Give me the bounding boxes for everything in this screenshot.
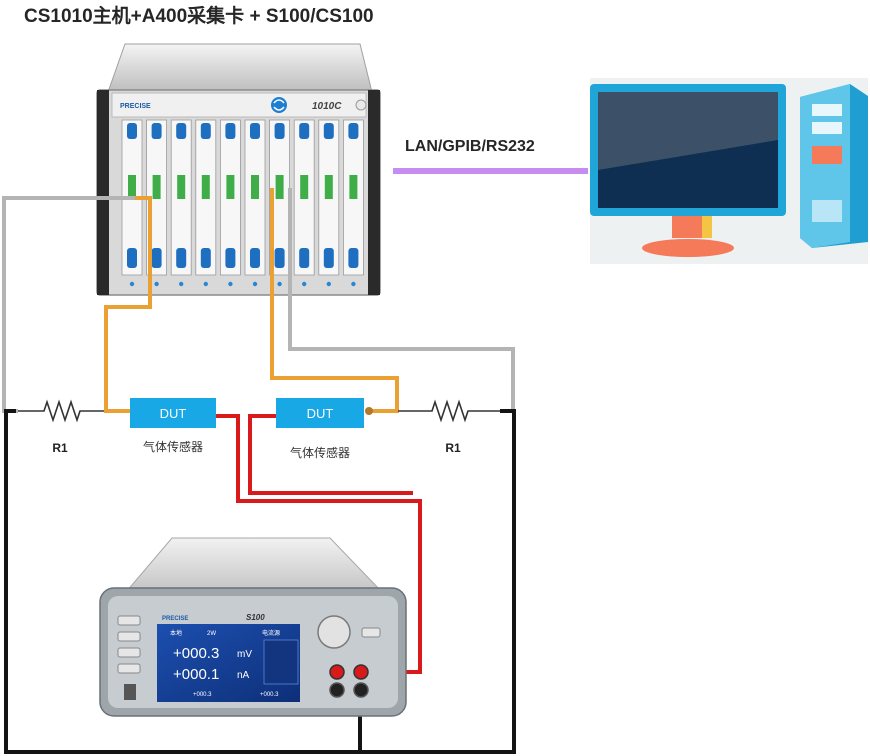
terminal-left-bottom-icon — [329, 682, 345, 698]
computer — [590, 78, 868, 264]
terminal-right-bottom-icon — [353, 682, 369, 698]
terminal-left-top-icon — [329, 664, 345, 680]
page-title: CS1010主机+A400采集卡 + S100/CS100 — [24, 4, 374, 27]
resistor-left — [18, 399, 104, 423]
smu-voltage-readout: +000.3 — [173, 645, 219, 662]
chassis-model: 1010C — [312, 101, 342, 112]
smu-footer-left: +000.3 — [193, 692, 212, 698]
smu-brand: PRECISE — [162, 616, 188, 622]
smu-voltage-unit: mV — [237, 649, 252, 660]
dut-right-label: DUT — [307, 406, 334, 421]
brand-logo-icon — [271, 97, 287, 113]
usb-port-icon — [124, 684, 136, 700]
dut-left-label: DUT — [160, 406, 187, 421]
smu-status-left: 本地 — [170, 629, 182, 637]
smu-current-unit: nA — [237, 670, 250, 681]
wire-orange-right — [270, 188, 399, 413]
smu-status-right: 电流源 — [262, 629, 280, 637]
wire-red-right — [248, 414, 413, 495]
dut-left-caption: 气体传感器 — [143, 439, 203, 454]
smu-footer-right: +000.3 — [260, 692, 279, 698]
source-meter: PRECISE S100 本地 2W 电流源 +000.3 mV +000.1 … — [99, 537, 407, 717]
resistor-left-label: R1 — [52, 441, 68, 455]
smu-status-mid: 2W — [207, 631, 216, 637]
acquisition-card-slot — [195, 119, 217, 287]
card-slots — [121, 119, 364, 287]
comm-link-label: LAN/GPIB/RS232 — [405, 138, 535, 155]
wire-red-left — [214, 414, 422, 674]
rotary-knob-icon[interactable] — [317, 615, 351, 649]
smu-model: S100 — [246, 613, 265, 622]
dut-left — [130, 398, 216, 428]
acquisition-card-slot — [342, 119, 364, 287]
dut-right — [276, 398, 364, 428]
acquisition-card-slot — [121, 119, 143, 287]
dut-right-caption: 气体传感器 — [290, 445, 350, 460]
wire-black-right — [362, 409, 516, 754]
acquisition-card-slot — [244, 119, 266, 287]
acquisition-card-slot — [318, 119, 340, 287]
smu-current-readout: +000.1 — [173, 666, 219, 683]
junction-dot-icon — [365, 407, 373, 415]
acquisition-card-slot — [293, 119, 315, 287]
acquisition-card-slot — [219, 119, 241, 287]
power-button-icon[interactable] — [355, 99, 367, 111]
resistor-right — [398, 399, 500, 423]
wire-orange-left — [104, 196, 152, 413]
acquisition-card-slot — [170, 119, 192, 287]
terminal-right-top-icon — [353, 664, 369, 680]
chassis-brand: PRECISE — [120, 103, 151, 110]
wire-black-left — [4, 409, 362, 754]
chassis-mainframe: PRECISE 1010C — [96, 43, 381, 296]
resistor-right-label: R1 — [445, 441, 461, 455]
